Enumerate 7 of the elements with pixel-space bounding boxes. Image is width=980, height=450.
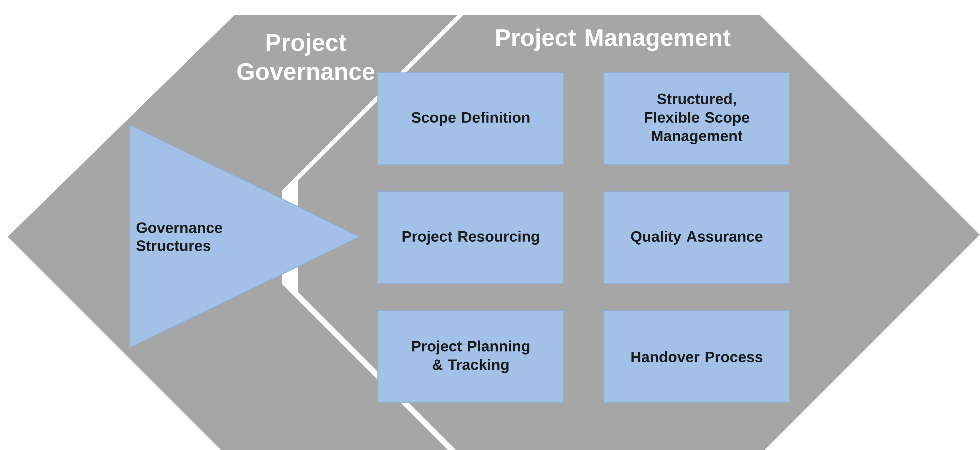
process-box: Quality Assurance (604, 192, 790, 284)
process-box: Project Resourcing (378, 192, 564, 284)
process-box: Scope Definition (378, 72, 564, 166)
process-box: Project Planning & Tracking (378, 310, 564, 404)
process-box: Structured, Flexible Scope Management (604, 72, 790, 166)
process-box: Handover Process (604, 310, 790, 404)
node-label: Project Management (496, 28, 731, 52)
